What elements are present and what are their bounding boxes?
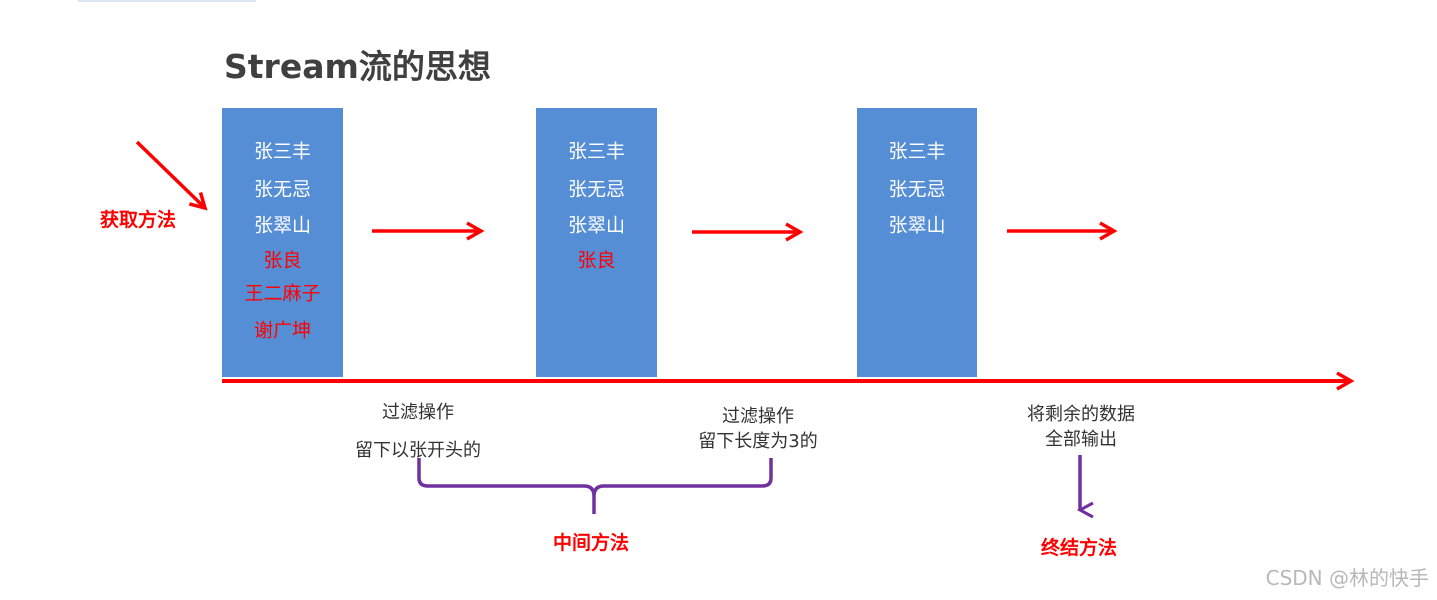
name-item: 张无忌 [253,178,311,201]
name-item: 张无忌 [888,178,946,201]
watermark: CSDN @林的快手 [1265,566,1429,590]
name-item: 张翠山 [253,214,311,237]
page-title: Stream流的思想 [224,47,491,86]
name-item: 王二麻子 [244,282,321,305]
name-item: 谢广坤 [253,319,311,342]
get-method-label: 获取方法 [100,209,177,231]
step2-title: 过滤操作 [722,406,794,427]
name-item: 张良 [263,249,302,272]
step1-title: 过滤操作 [382,402,454,423]
step3-desc: 全部输出 [1045,429,1117,450]
name-item: 张三丰 [888,140,946,163]
step1-desc: 留下以张开头的 [355,440,481,461]
name-item: 张良 [577,249,616,272]
intermediate-method-label: 中间方法 [553,532,630,554]
stream-box-filter1: 张三丰 张无忌 张翠山 张良 [536,108,657,377]
name-item: 张翠山 [888,214,946,237]
stream-box-filter2: 张三丰 张无忌 张翠山 [857,108,977,377]
name-item: 张三丰 [253,140,311,163]
step3-title: 将剩余的数据 [1027,404,1135,425]
name-item: 张翠山 [567,214,625,237]
intermediate-brace [417,458,773,514]
stream-box-source: 张三丰 张无忌 张翠山 张良 王二麻子 谢广坤 [222,108,343,377]
terminal-method-label: 终结方法 [1041,537,1118,559]
get-arrow [135,140,208,211]
name-item: 张三丰 [567,140,625,163]
name-item: 张无忌 [567,178,625,201]
top-bar [78,0,256,2]
step2-desc: 留下长度为3的 [698,431,818,452]
